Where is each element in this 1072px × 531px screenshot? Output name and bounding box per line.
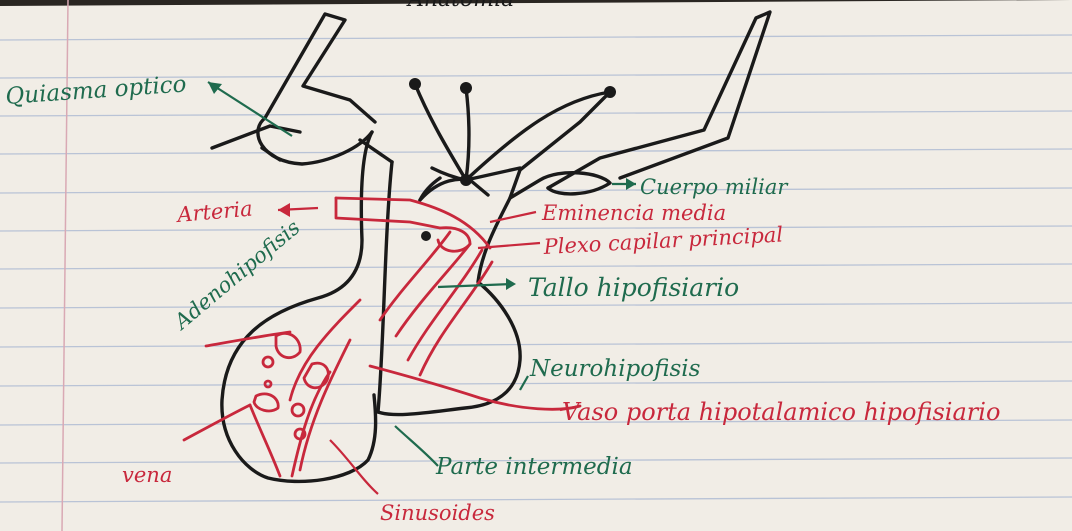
neuron-body-1 [409, 78, 421, 90]
page-header: Anatomia [406, 0, 514, 12]
label-cuerpo: Cuerpo miliar [640, 175, 789, 199]
label-vena: vena [122, 463, 172, 487]
label-parte: Parte intermedia [435, 454, 633, 480]
label-tallo: Tallo hipofisiario [528, 273, 739, 302]
label-sinusoides: Sinusoides [380, 501, 495, 525]
neuron-body-3 [604, 86, 616, 98]
neuron-body-2 [460, 82, 472, 94]
label-eminencia: Eminencia media [541, 201, 726, 225]
label-neuro: Neurohipofisis [529, 356, 701, 382]
neuron-hub [460, 174, 472, 186]
capillary-dot [421, 231, 431, 241]
label-vaso: Vaso porta hipotalamico hipofisiario [562, 398, 1000, 426]
